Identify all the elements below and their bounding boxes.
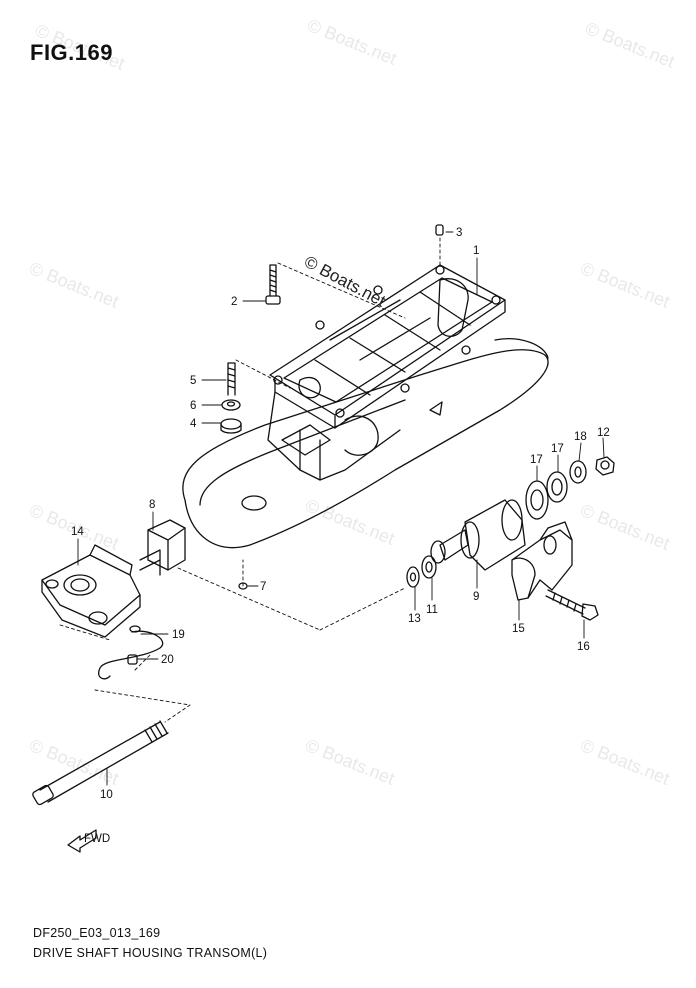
callout-10: 10 (100, 789, 113, 801)
stud-5 (227, 359, 291, 396)
washer-17a (525, 480, 549, 520)
pin-3 (435, 224, 444, 266)
callout-8: 8 (149, 499, 155, 511)
wire-clamp-19 (98, 625, 164, 680)
grommet-8 (139, 519, 186, 576)
stud-10 (32, 720, 169, 806)
bracket-14 (41, 544, 141, 638)
clamp-15 (511, 521, 573, 601)
callout-9: 9 (473, 591, 479, 603)
screw-20 (127, 654, 138, 665)
mount-9 (430, 499, 526, 571)
fwd-arrow-icon (67, 829, 97, 853)
washer-18 (569, 460, 587, 484)
callout-14: 14 (71, 526, 84, 538)
plug-7 (238, 559, 248, 590)
callout-12: 12 (597, 427, 610, 439)
callout-7: 7 (260, 581, 266, 593)
callout-20: 20 (161, 654, 174, 666)
callout-18: 18 (574, 431, 587, 443)
callout-11: 11 (426, 604, 438, 616)
callout-1: 1 (473, 245, 479, 257)
fwd-arrow-label: FWD (84, 833, 110, 845)
callout-15: 15 (512, 623, 525, 635)
callout-3: 3 (456, 227, 462, 239)
callout-16: 16 (577, 641, 590, 653)
washer-17b (546, 471, 568, 503)
nut-12 (595, 456, 615, 476)
bolt-2 (265, 262, 406, 319)
callout-6: 6 (190, 400, 196, 412)
washer-11 (421, 555, 437, 579)
callout-2: 2 (231, 296, 237, 308)
callout-19: 19 (172, 629, 185, 641)
diagram-code: DF250_E03_013_169 (33, 926, 161, 940)
bolt-16 (545, 589, 599, 621)
callout-4: 4 (190, 418, 197, 430)
washer-6 (221, 399, 241, 411)
washer-13 (406, 566, 420, 588)
callout-5: 5 (190, 375, 196, 387)
figure-title: FIG.169 (30, 40, 113, 65)
callout-13: 13 (408, 613, 421, 625)
nut-4 (220, 418, 242, 434)
diagram-caption: DRIVE SHAFT HOUSING TRANSOM(L) (33, 946, 268, 960)
drive-shaft-housing (182, 264, 549, 549)
callout-17b: 17 (551, 443, 564, 455)
callout-numbers: 1 2 3 4 5 6 7 8 9 10 11 12 13 14 15 16 1… (71, 227, 610, 801)
callout-17a: 17 (530, 454, 543, 466)
